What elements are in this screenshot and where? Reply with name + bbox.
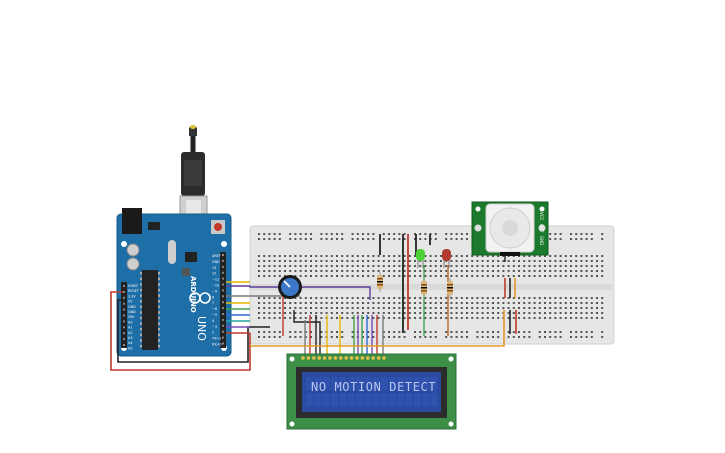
digital-pin-label: 2 <box>212 331 214 335</box>
digital-pin-label: ~3 <box>212 325 217 329</box>
digital-pin-label: ~9 <box>212 289 217 293</box>
power-pin-label: A2 <box>128 331 132 335</box>
resistor-2[interactable] <box>421 278 427 298</box>
lcd-line-1: NO MOTION DETECT <box>311 380 436 394</box>
digital-pin-label: 4 <box>212 319 214 323</box>
power-pin-label: A4 <box>128 341 132 345</box>
atmega-chip <box>142 270 158 350</box>
power-pin-label: A3 <box>128 336 132 340</box>
pir-pin-label: GND <box>539 236 544 245</box>
power-pin-label: 5V <box>128 300 133 304</box>
arduino-brand: ARDUINO <box>189 276 197 313</box>
power-pin-label: VIN <box>128 315 134 319</box>
green-led[interactable] <box>416 249 425 268</box>
arduino-model: UNO <box>195 316 208 341</box>
lcd-16x2-display[interactable]: NO MOTION DETECT <box>286 353 457 430</box>
digital-pin-label: GND <box>212 260 220 264</box>
digital-pin-label: RX<0 <box>212 343 222 347</box>
digital-pin-label: ~11 <box>212 278 219 282</box>
potentiometer[interactable] <box>278 275 302 299</box>
power-pin-label: A5 <box>128 346 132 350</box>
red-led[interactable] <box>442 249 451 268</box>
digital-pin-label: 13 <box>212 266 216 270</box>
arduino-uno-board[interactable]: ARDUINO UNO AREF GND 13 12 ~11 ~10~9 8 7 ~6 ~5 4 ~3… <box>116 208 232 357</box>
digital-pin-label: 12 <box>212 272 216 276</box>
power-pin-label: GND <box>128 310 136 314</box>
power-jack <box>122 208 142 234</box>
digital-pin-label: ~5 <box>212 313 217 317</box>
pir-pin-label: OUT <box>539 224 544 233</box>
arduino-logo-icon <box>189 292 211 304</box>
digital-pin-label: TX>1 <box>211 337 221 341</box>
power-pin-label: 3.3V <box>128 294 136 298</box>
resistor-3[interactable] <box>447 278 453 298</box>
power-pin-label: RESET <box>128 289 140 293</box>
power-pin-label: IOREF <box>128 284 138 288</box>
pir-pin-label: VCC <box>539 212 544 221</box>
resistor-1[interactable] <box>377 272 383 292</box>
digital-pin-label: ~10 <box>212 284 219 288</box>
digital-header <box>220 252 226 348</box>
digital-pin-label: 8 <box>212 295 214 299</box>
power-pin-label: A1 <box>128 326 132 330</box>
digital-pin-labels: AREF GND 13 12 ~11 ~10~9 8 7 ~6 ~5 4 ~3 2TX>1RX<0 <box>211 254 222 347</box>
digital-pin-label: AREF <box>212 254 221 258</box>
digital-pin-label: ~6 <box>212 307 217 311</box>
pir-motion-sensor[interactable]: VCC OUT GND <box>471 201 549 256</box>
power-pin-label: A0 <box>128 320 132 324</box>
wires <box>110 234 517 371</box>
power-pin-label: GND <box>128 305 136 309</box>
digital-pin-label: 7 <box>212 301 214 305</box>
